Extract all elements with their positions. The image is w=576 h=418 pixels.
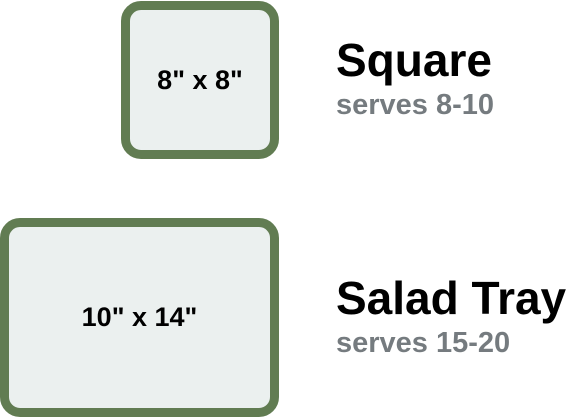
salad-tray-option-serves: serves 15-20 (336, 327, 511, 359)
square-option-serves: serves 8-10 (336, 89, 495, 121)
square-option-name: Square (336, 34, 492, 86)
salad-tray-dimensions: 10" x 14" (81, 302, 198, 332)
salad-tray-illustration: 10" x 14" (0, 218, 279, 417)
salad-tray-option-info: Salad Tray serves 15-20 (336, 271, 566, 361)
square-tray-dimensions: 8" x 8" (157, 64, 243, 95)
square-option-info: Square serves 8-10 (336, 33, 494, 123)
salad-tray-option-name: Salad Tray (336, 272, 567, 324)
square-tray-illustration: 8" x 8" (121, 1, 279, 159)
